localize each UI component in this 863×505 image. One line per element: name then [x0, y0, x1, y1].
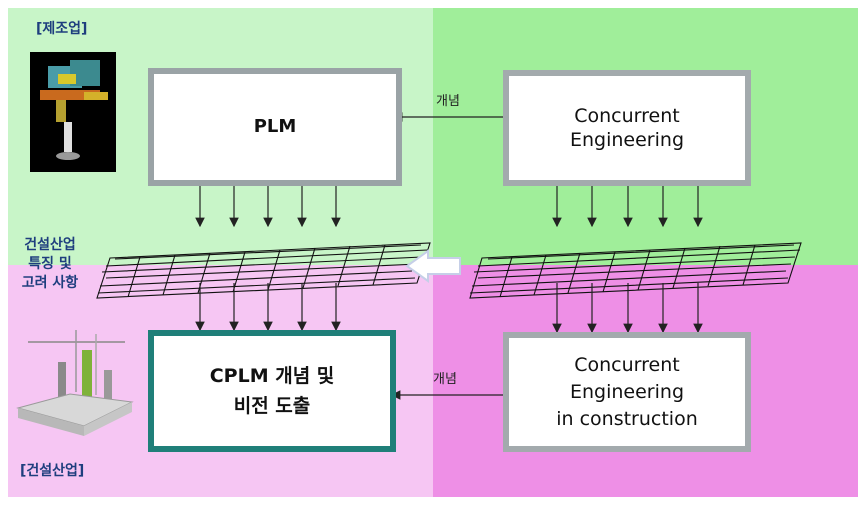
ce-construction-box: Concurrent Engineering in construction [503, 332, 751, 452]
cplm-line-2: 비전 도출 [233, 395, 311, 417]
mechanical-part-icon [30, 52, 116, 172]
cec-line-2: Engineering [570, 380, 684, 403]
manufacturing-label: [제조업] [36, 21, 88, 37]
concept-label-bottom: 개념 [433, 372, 457, 387]
cec-line-3: in construction [556, 407, 698, 430]
construction-features-line-2: 특징 및 [28, 256, 72, 272]
construction-site-icon [16, 330, 134, 436]
cplm-line-1: CPLM 개념 및 [209, 365, 335, 387]
plm-box: PLM [148, 68, 402, 186]
construction-features-line-1: 건설산업 [24, 237, 76, 253]
construction-label: [건설산업] [20, 463, 85, 479]
cec-line-1: Concurrent [574, 353, 680, 376]
plm-title: PLM [253, 116, 297, 137]
grid-mesh-icon [96, 242, 802, 299]
construction-features-line-3: 고려 사항 [21, 275, 79, 291]
cplm-box: CPLM 개념 및 비전 도출 [148, 330, 396, 452]
concept-label-top: 개념 [436, 94, 460, 109]
ce-line-2: Engineering [570, 129, 684, 151]
ce-line-1: Concurrent [574, 105, 680, 127]
flow-arrows [195, 112, 703, 400]
construction-features-label: 건설산업 특징 및 고려 사항 [12, 236, 88, 293]
concurrent-engineering-box: Concurrent Engineering [503, 70, 751, 186]
left-arrow-icon [405, 249, 461, 283]
